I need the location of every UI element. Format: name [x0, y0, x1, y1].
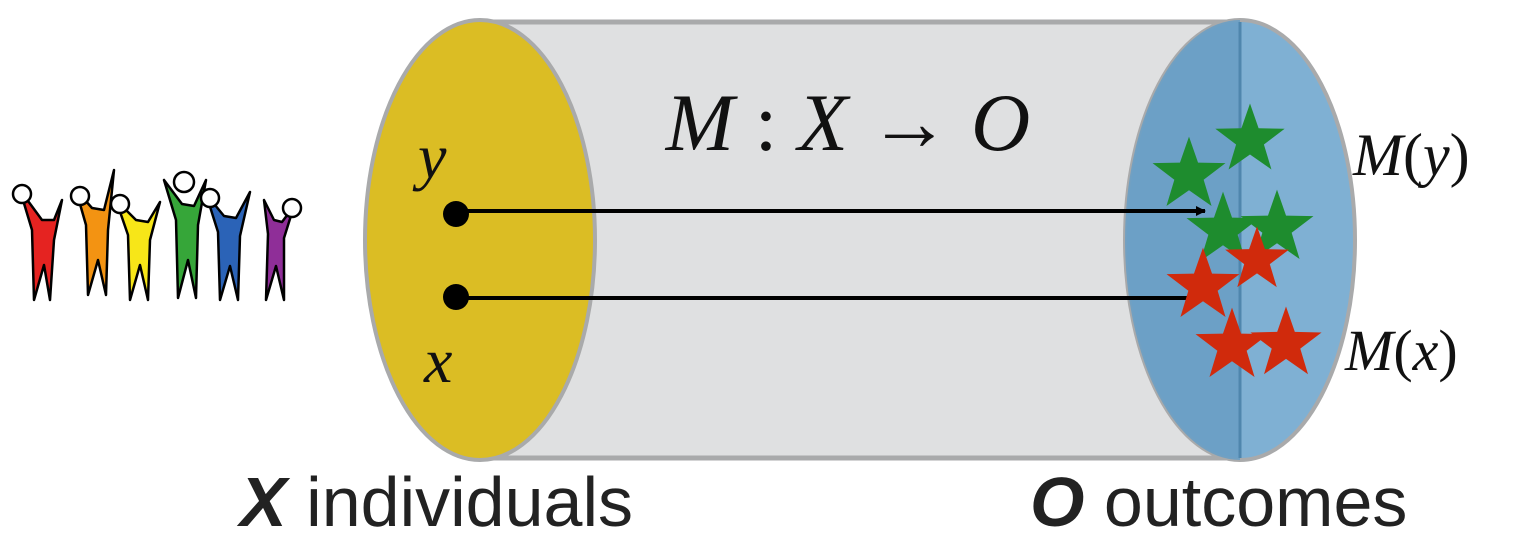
label-M-y: M(y): [1352, 122, 1470, 188]
point-y: [443, 201, 469, 227]
point-label-y: y: [412, 121, 447, 192]
person-figure-green: [162, 170, 208, 300]
person-figure-orange: [69, 168, 116, 297]
caption-outcomes: O outcomes: [1030, 463, 1407, 541]
person-figure-yellow: [109, 193, 162, 302]
individuals-ellipse: [363, 18, 597, 462]
person-figure-blue: [199, 187, 252, 302]
mapping-label: M : X → O: [665, 77, 1030, 168]
label-M-x: M(x): [1344, 318, 1458, 383]
caption-individuals: X individuals: [236, 463, 633, 541]
outcomes-ellipse-shade: [1125, 20, 1240, 460]
point-label-x: x: [423, 325, 452, 396]
person-figure-red: [11, 183, 64, 302]
cylinder-body: [480, 22, 1240, 458]
person-figure-purple: [262, 197, 303, 302]
point-x: [443, 284, 469, 310]
people-group-icon: [11, 168, 303, 302]
